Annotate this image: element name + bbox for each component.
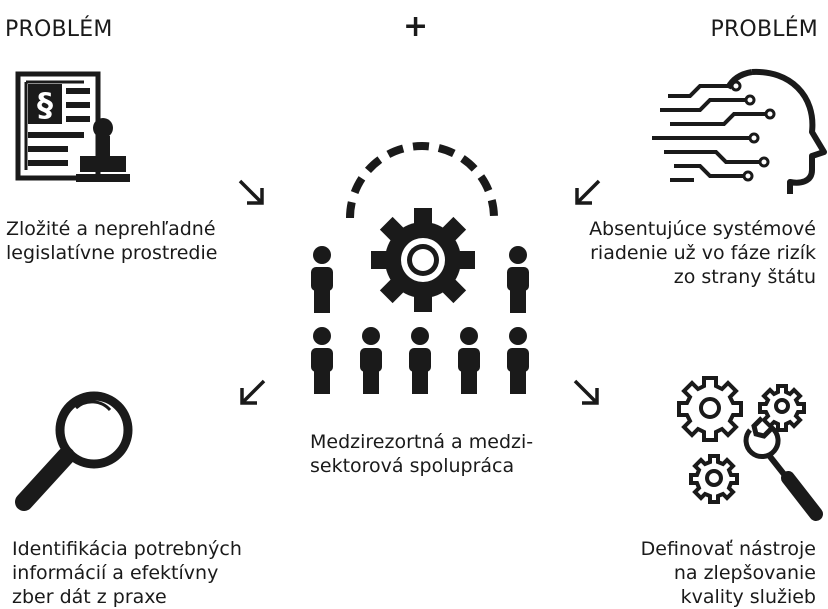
cooperation-caption: Medzirezortná a medzi- sektorová spolupr… (310, 431, 534, 477)
magnifier-icon (15, 391, 133, 511)
arrow-down-right-bottom (573, 379, 599, 405)
circuit-head-icon (652, 68, 827, 194)
gears-wrench-icon (677, 376, 823, 521)
problem-legislation-text: Zložité a neprehľadné legislatívne prost… (6, 218, 218, 264)
problem-governance-text: Absentujúce systémové riadenie už vo fáz… (589, 218, 816, 288)
solution-tools-text: Definovať nástroje na zlepšovanie kvalit… (640, 538, 816, 608)
legislation-stamp-icon: § (15, 71, 130, 182)
solution-data-text: Identifikácia potrebných informácií a ef… (12, 538, 242, 608)
arrow-down-left-bottom (240, 379, 266, 405)
arrow-down-left-top (575, 179, 601, 205)
svg-text:§: § (37, 86, 53, 124)
arrow-down-right-top (238, 179, 264, 205)
left-problem-heading: PROBLÉM (5, 17, 113, 42)
right-problem-heading: PROBLÉM (710, 17, 818, 42)
plus-sign: + (403, 9, 429, 44)
gear-team-icon (311, 142, 529, 394)
